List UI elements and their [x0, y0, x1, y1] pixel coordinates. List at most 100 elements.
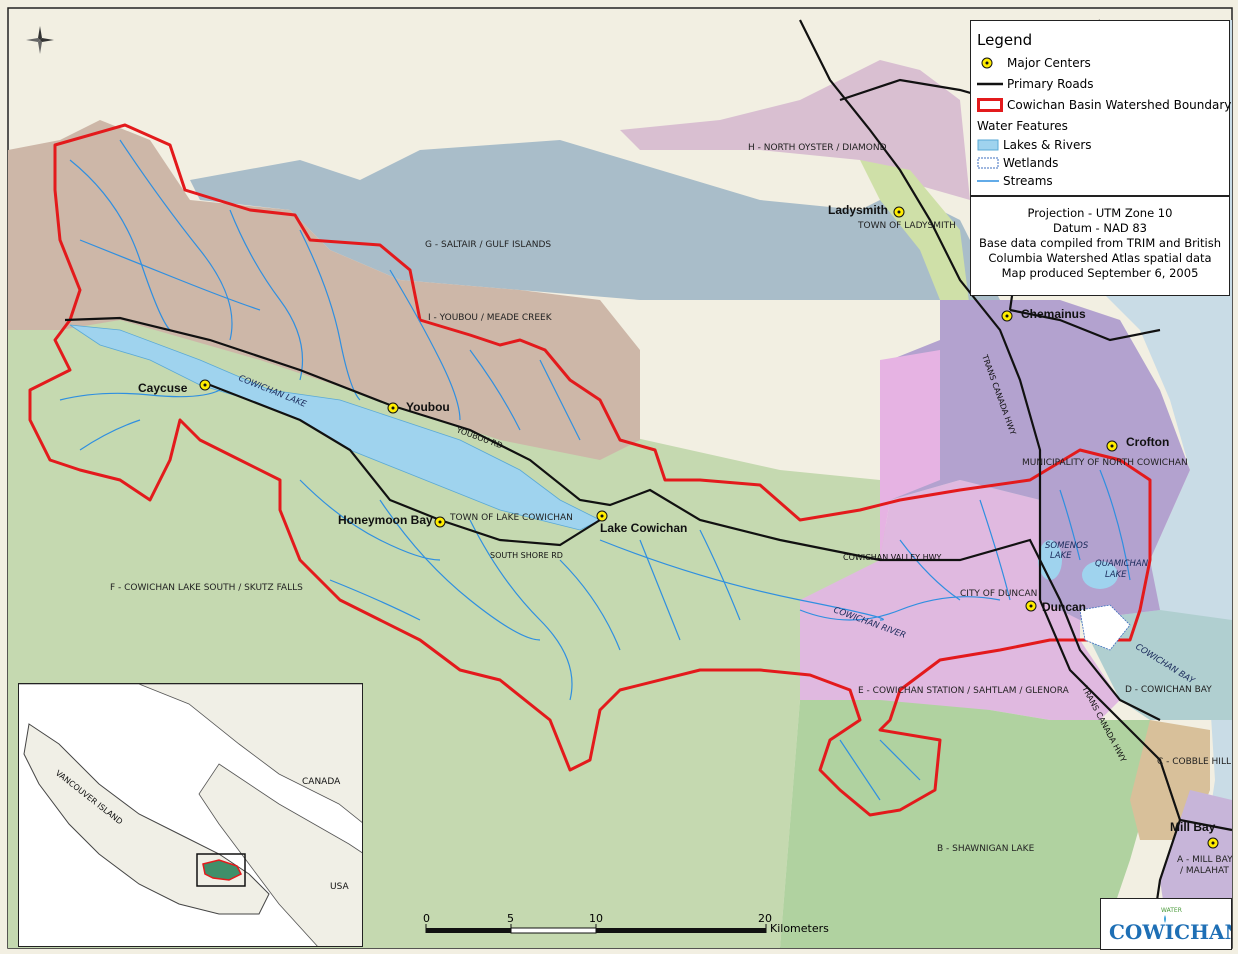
area-b [780, 700, 1150, 948]
legend-row-wetlands: Wetlands [977, 156, 1058, 170]
stream [469, 349, 521, 431]
area-label-a2: / MALAHAT [1180, 866, 1229, 876]
legend-row-primary-roads: Primary Roads [977, 77, 1094, 91]
legend-label-lakes-rivers: Lakes & Rivers [1003, 138, 1092, 152]
stream [879, 739, 921, 781]
area-label-d: D - COWICHAN BAY [1125, 685, 1212, 695]
stream [329, 579, 421, 621]
primary-road [209, 383, 601, 547]
label-lake-cowichan: Lake Cowichan [600, 521, 687, 535]
road-line-icon [977, 77, 1003, 91]
label-somenos-1: SOMENOS [1045, 541, 1089, 551]
center-youbou [387, 402, 399, 414]
scale-bar: 0 5 10 20 Kilometers [420, 884, 840, 944]
center-crofton [1106, 440, 1118, 452]
boundary-swatch-icon [977, 98, 1003, 112]
primary-road [64, 316, 1161, 721]
scale-tick-0: 0 [423, 912, 430, 925]
label-somenos-2: LAKE [1050, 551, 1072, 561]
area-label-city-duncan: CITY OF DUNCAN [960, 589, 1037, 599]
area-label-b: B - SHAWNIGAN LAKE [937, 844, 1035, 854]
legend-label-major-centers: Major Centers [1007, 56, 1091, 70]
stream [69, 159, 171, 331]
stream [839, 739, 881, 801]
label-crofton: Crofton [1126, 435, 1169, 449]
scale-tick-10: 10 [589, 912, 603, 925]
quamichan-lake [1082, 561, 1118, 589]
wetlands-area [1079, 604, 1131, 651]
map-info-box: Projection - UTM Zone 10 Datum - NAD 83 … [970, 196, 1230, 296]
info-base-data-2: Columbia Watershed Atlas spatial data [988, 251, 1212, 265]
inset-extent-box [196, 853, 246, 887]
label-south-shore-rd: SOUTH SHORE RD [490, 551, 563, 560]
stream [59, 389, 221, 401]
label-chemainus: Chemainus [1021, 307, 1086, 321]
scale-bar-graphic: 0 5 10 20 Kilometers [423, 912, 829, 935]
stream [379, 499, 541, 641]
legend-row-streams: Streams [977, 174, 1053, 188]
center-mill-bay [1207, 837, 1219, 849]
stream [389, 269, 461, 421]
center-duncan [1025, 600, 1037, 612]
primary-road [1009, 308, 1161, 342]
logo-top-text: WATER [1161, 907, 1182, 914]
label-mill-bay: Mill Bay [1170, 820, 1216, 834]
scale-tick-20: 20 [758, 912, 772, 925]
info-datum: Datum - NAD 83 [1053, 221, 1147, 235]
stream [119, 139, 233, 341]
label-duncan: Duncan [1042, 600, 1086, 614]
area-ladysmith [860, 160, 970, 310]
stream [229, 209, 303, 381]
north-arrow-icon [26, 26, 54, 54]
center-honeymoon-bay [434, 516, 446, 528]
stream [599, 539, 884, 621]
legend-label-boundary: Cowichan Basin Watershed Boundary [1007, 98, 1232, 112]
stream [539, 359, 581, 441]
stream [799, 596, 1001, 621]
stream [79, 239, 261, 311]
info-date: Map produced September 6, 2005 [1001, 266, 1199, 280]
center-caycuse [199, 379, 211, 391]
label-honeymoon-bay: Honeymoon Bay [338, 513, 433, 527]
area-label-c: C - COBBLE HILL [1157, 757, 1231, 767]
scale-tick-5: 5 [507, 912, 514, 925]
major-center-icon [977, 56, 1003, 70]
center-chemainus [1001, 310, 1013, 322]
inset-label-canada: CANADA [302, 777, 341, 787]
stream [979, 499, 1011, 601]
label-ladysmith: Ladysmith [828, 203, 888, 217]
primary-road [799, 19, 1042, 600]
legend-title: Legend [977, 31, 1033, 49]
legend-label-water-features: Water Features [977, 119, 1068, 133]
scale-unit: Kilometers [770, 922, 829, 935]
area-label-north-cowichan: MUNICIPALITY OF NORTH COWICHAN [1022, 458, 1188, 468]
stream [1059, 489, 1081, 561]
label-quamichan-1: QUAMICHAN [1095, 559, 1149, 569]
info-base-data-1: Base data compiled from TRIM and British [979, 236, 1221, 250]
primary-road [1179, 818, 1233, 832]
stream-line-icon [977, 174, 999, 188]
logo-graphic: WATER COWICHAN [1109, 907, 1238, 944]
stream [699, 529, 741, 621]
area-label-a1: A - MILL BAY [1177, 855, 1233, 865]
stream [559, 559, 621, 651]
legend-label-streams: Streams [1003, 174, 1053, 188]
inset-watershed-icon [202, 859, 243, 881]
area-label-i: I - YOUBOU / MEADE CREEK [428, 313, 553, 323]
primary-road [1038, 599, 1182, 949]
water-drop-icon [1164, 915, 1166, 923]
stream [899, 539, 961, 601]
legend-row-water-features: Water Features [977, 119, 1068, 133]
legend-label-primary-roads: Primary Roads [1007, 77, 1094, 91]
area-g [190, 140, 1000, 300]
center-lake-cowichan [596, 510, 608, 522]
inset-label-usa: USA [330, 882, 349, 892]
stream [639, 539, 681, 641]
watershed-boundary [28, 123, 1152, 817]
lake-swatch-icon [977, 138, 999, 152]
label-youbou: Youbou [406, 400, 450, 414]
area-label-town-lake-cowichan: TOWN OF LAKE COWICHAN [449, 513, 573, 523]
streams [59, 139, 1131, 801]
inset-map-svg: CANADA USA VANCOUVER ISLAND [19, 684, 362, 946]
info-projection: Projection - UTM Zone 10 [1027, 206, 1173, 220]
